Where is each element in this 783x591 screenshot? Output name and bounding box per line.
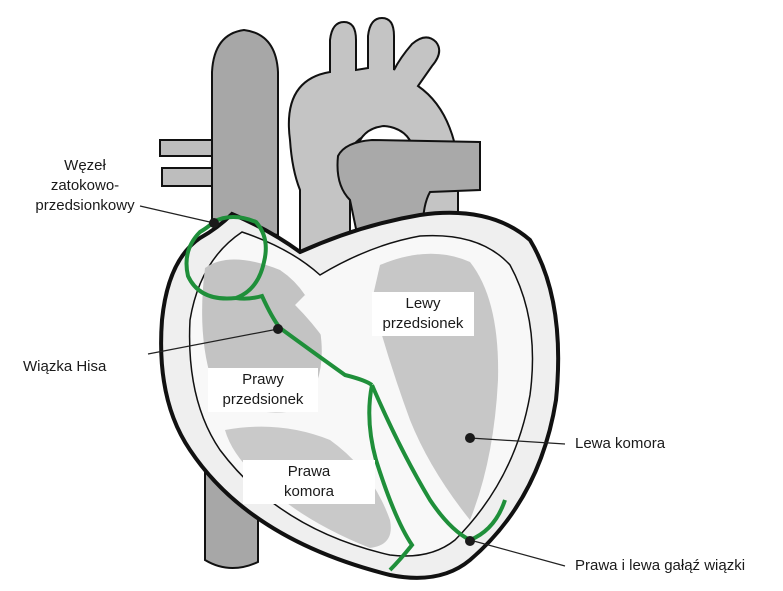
label-right-atrium-line1: Prawy [214, 370, 312, 390]
dot-his-bundle [273, 324, 283, 334]
label-right-atrium-line2: przedsionek [214, 390, 312, 410]
label-sa-node-line1: Węzeł [30, 156, 140, 176]
label-sa-node-line2: zatokowo- [30, 176, 140, 196]
label-sa-node-line3: przedsionkowy [30, 196, 140, 216]
label-right-ventricle: Prawa komora [243, 460, 375, 504]
superior-vena-cava [212, 30, 278, 235]
dot-left-ventricle [465, 433, 475, 443]
label-his-bundle: Wiązka Hisa [23, 357, 106, 377]
label-left-atrium: Lewy przedsionek [372, 292, 474, 336]
label-sa-node: Węzeł zatokowo- przedsionkowy [30, 156, 140, 216]
dot-bundle-branches [465, 536, 475, 546]
label-bundle-branches: Prawa i lewa gałąź wiązki [575, 556, 745, 576]
leader-bundle-branches [470, 540, 565, 566]
leader-sa-node [140, 206, 214, 223]
label-right-atrium: Prawy przedsionek [208, 368, 318, 412]
label-left-atrium-line2: przedsionek [378, 314, 468, 334]
label-left-atrium-line1: Lewy [378, 294, 468, 314]
label-right-ventricle-line1: Prawa [249, 462, 369, 482]
label-right-ventricle-line2: komora [249, 482, 369, 502]
dot-sa-node [209, 218, 219, 228]
label-left-ventricle: Lewa komora [575, 434, 665, 454]
